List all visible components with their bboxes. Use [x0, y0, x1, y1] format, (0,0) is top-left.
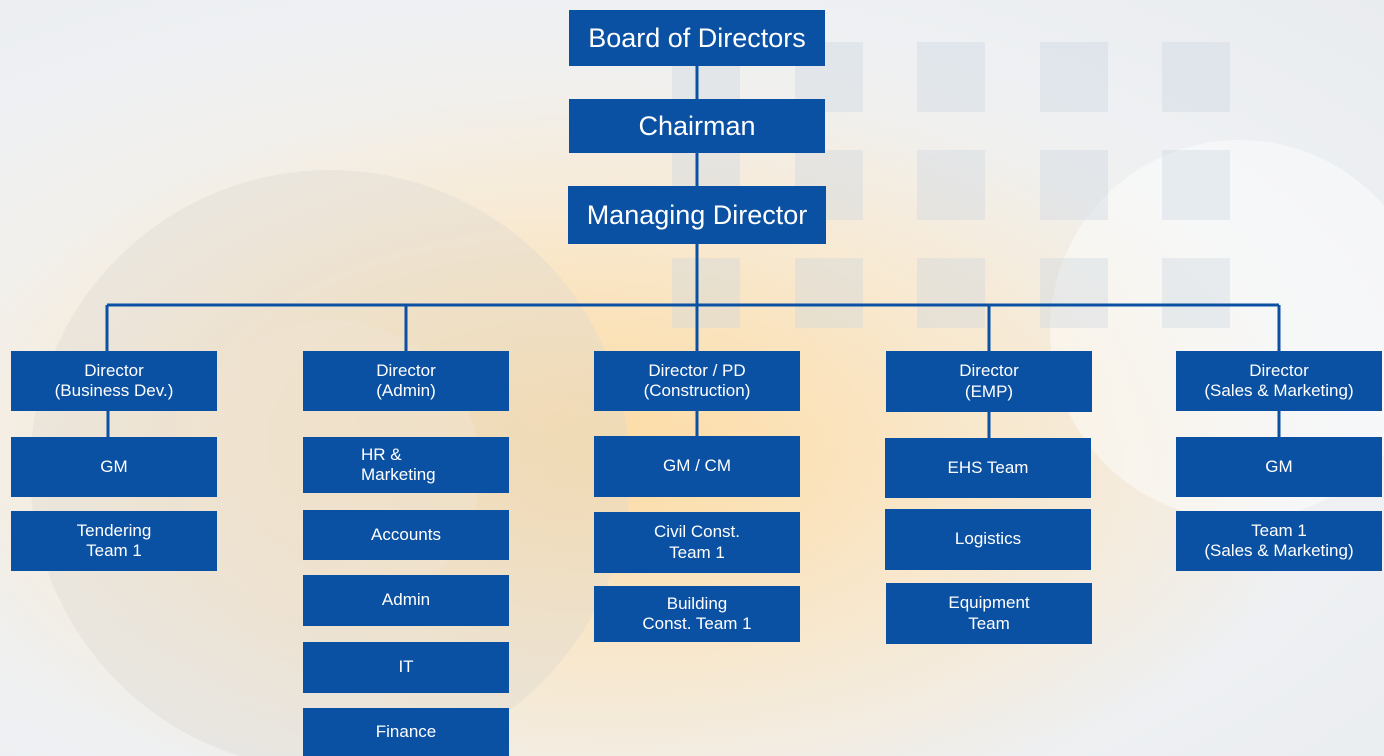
board-of-directors-box: Board of Directors: [569, 10, 825, 66]
director-admin-box: Director (Admin): [303, 351, 509, 411]
gm-cm-box: GM / CM: [594, 436, 800, 497]
accounts-box: Accounts: [303, 510, 509, 560]
gm-sales-box: GM: [1176, 437, 1382, 497]
chairman-box: Chairman: [569, 99, 825, 153]
director-business-dev-box: Director (Business Dev.): [11, 351, 217, 411]
gm-business-dev-box: GM: [11, 437, 217, 497]
tendering-team-box: Tendering Team 1: [11, 511, 217, 571]
civil-const-team-box: Civil Const. Team 1: [594, 512, 800, 573]
building-const-team-box: Building Const. Team 1: [594, 586, 800, 642]
logistics-box: Logistics: [885, 509, 1091, 570]
ehs-team-box: EHS Team: [885, 438, 1091, 498]
director-sales-marketing-box: Director (Sales & Marketing): [1176, 351, 1382, 411]
equipment-team-box: Equipment Team: [886, 583, 1092, 644]
hr-marketing-box: HR & Marketing: [303, 437, 509, 493]
sales-marketing-team-box: Team 1 (Sales & Marketing): [1176, 511, 1382, 571]
director-emp-box: Director (EMP): [886, 351, 1092, 412]
admin-box: Admin: [303, 575, 509, 626]
it-box: IT: [303, 642, 509, 693]
director-construction-box: Director / PD (Construction): [594, 351, 800, 411]
finance-box: Finance: [303, 708, 509, 756]
managing-director-box: Managing Director: [568, 186, 826, 244]
